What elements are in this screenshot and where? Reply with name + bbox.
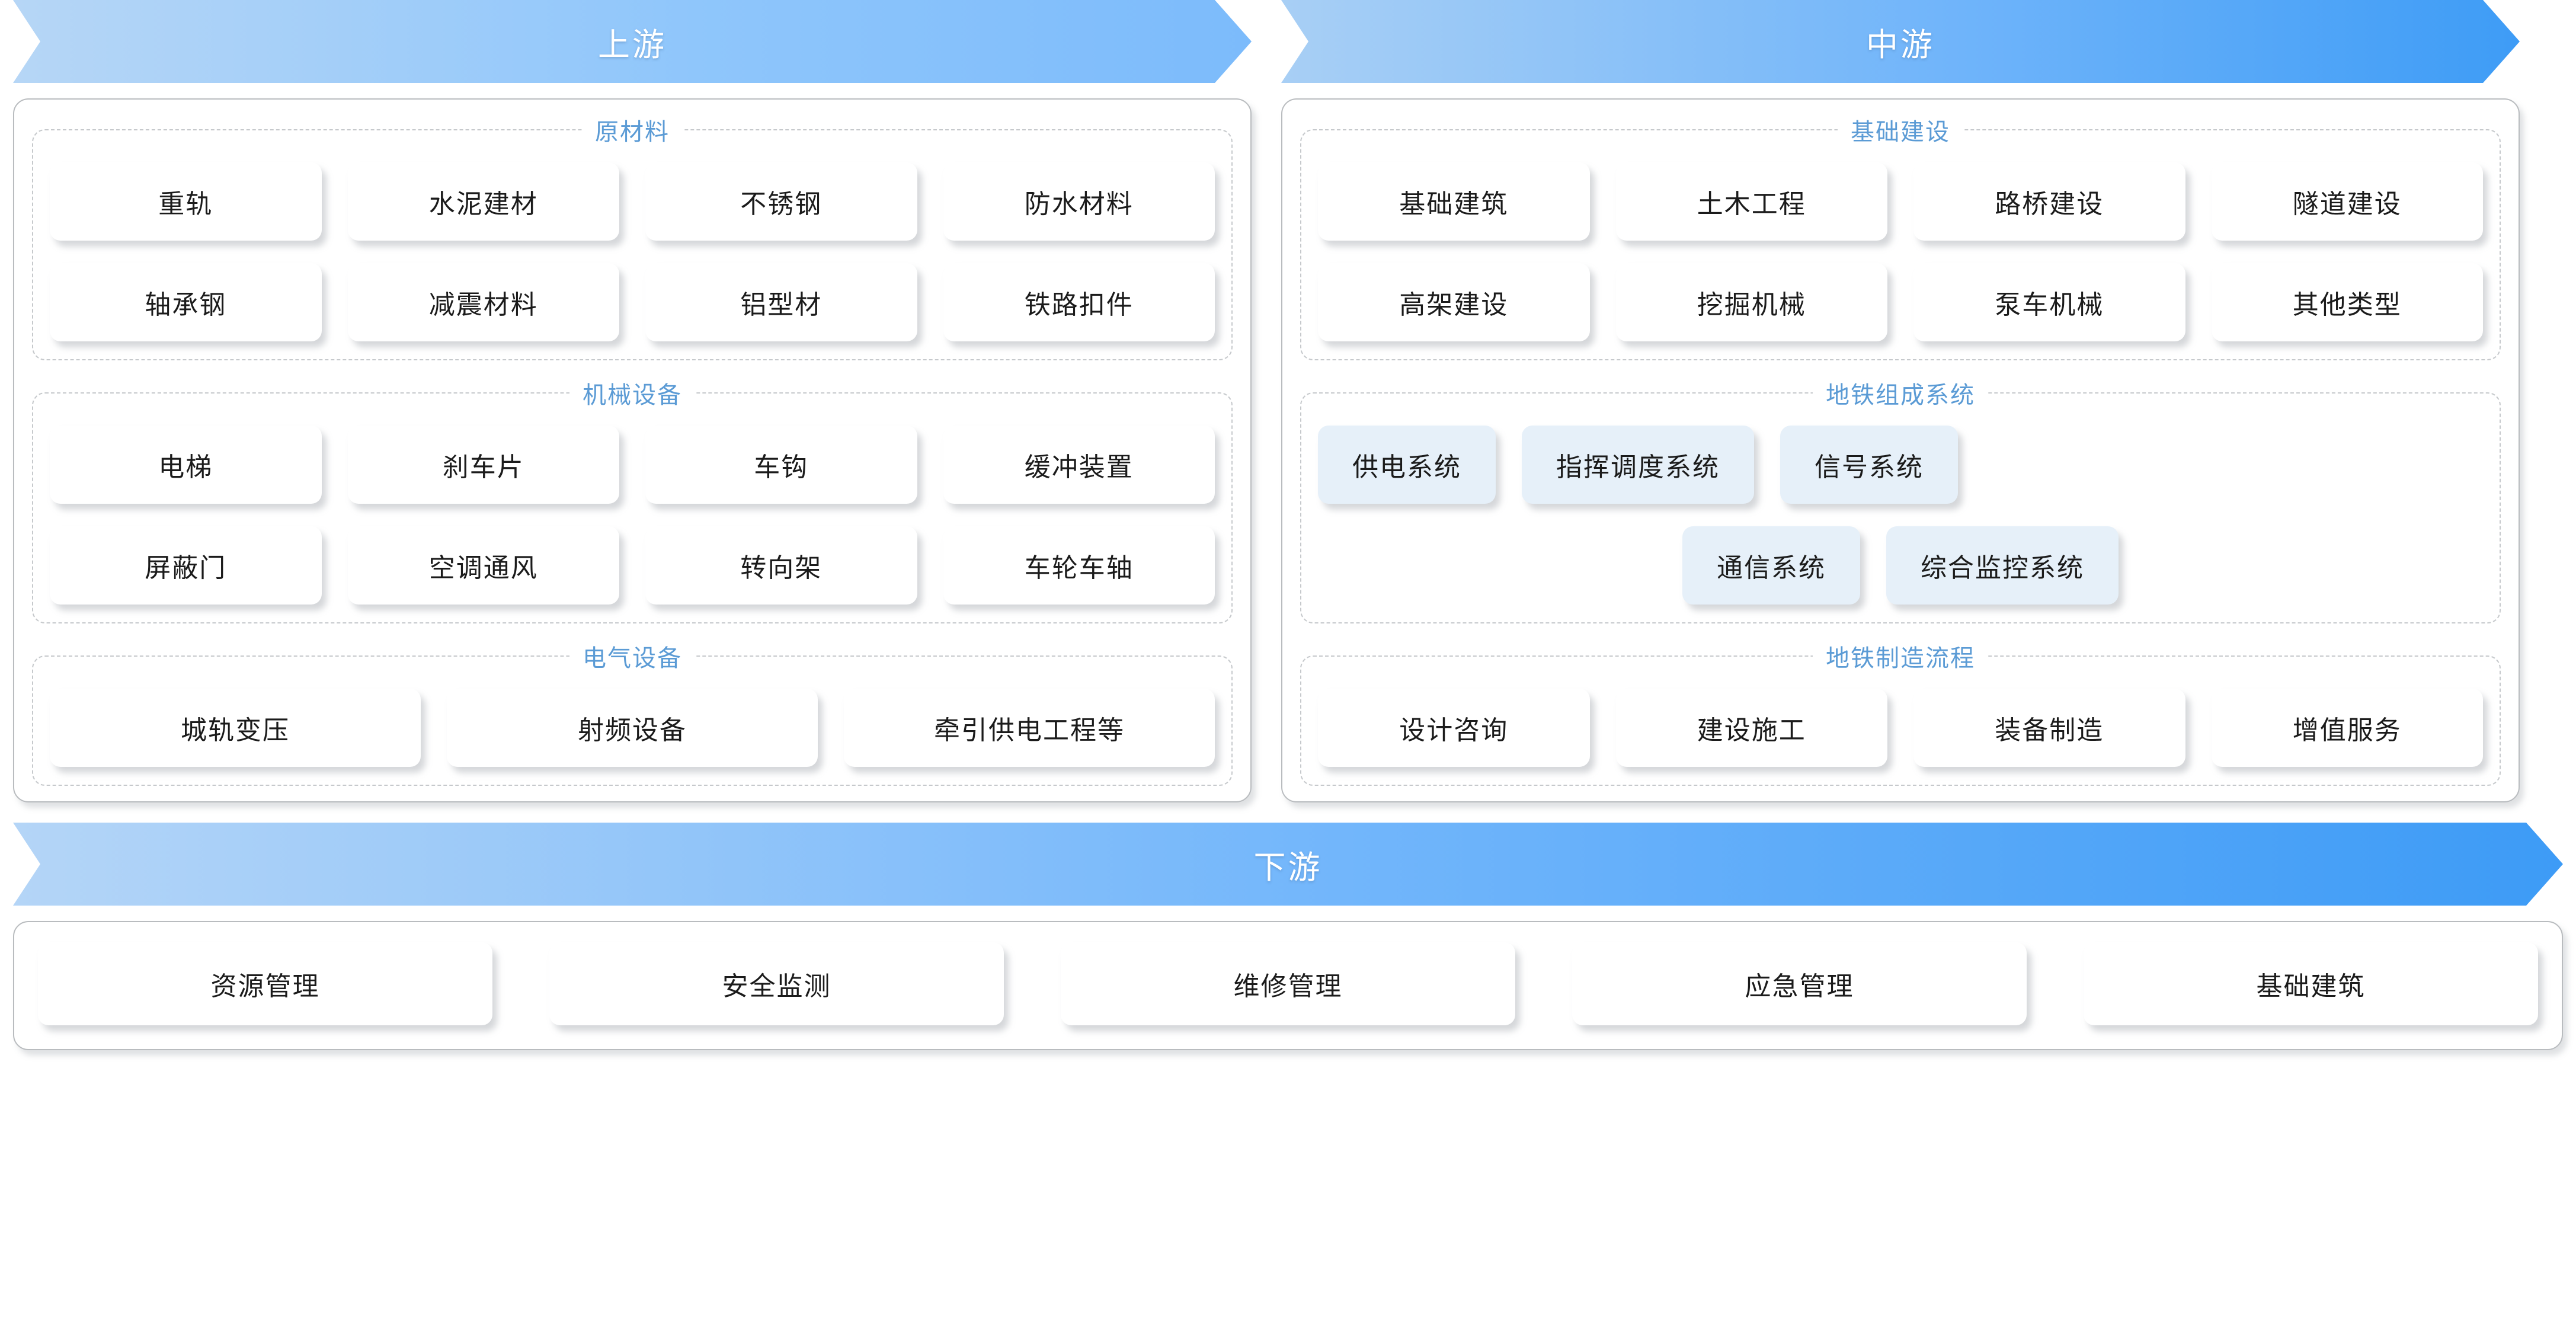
chip-item[interactable]: 增值服务 <box>2211 689 2483 767</box>
chip-item[interactable]: 路桥建设 <box>1913 162 2185 241</box>
chip-item[interactable]: 轴承钢 <box>50 263 322 341</box>
chip-item[interactable]: 供电系统 <box>1318 426 1496 504</box>
chip-item[interactable]: 土木工程 <box>1615 162 1887 241</box>
midstream-column: 基础建设 基础建筑 土木工程 路桥建设 隧道建设 高架建设 挖掘机械 泵车机械 … <box>1281 83 2520 802</box>
chip-item[interactable]: 车轮车轴 <box>943 526 1215 605</box>
chip-item[interactable]: 空调通风 <box>347 526 619 605</box>
midstream-banner-label: 中游 <box>1866 27 1935 63</box>
chip-item[interactable]: 基础建筑 <box>1318 162 1590 241</box>
chip-row: 电梯 刹车片 车钩 缓冲装置 <box>50 426 1215 504</box>
group-title-infrastructure-construction: 基础建设 <box>1851 119 1950 145</box>
top-banner-row: 上游 中游 <box>0 0 2576 83</box>
chip-row: 资源管理 安全监测 维修管理 应急管理 基础建筑 <box>38 942 2538 1025</box>
chip-row: 屏蔽门 空调通风 转向架 车轮车轴 <box>50 526 1215 605</box>
chip-row: 高架建设 挖掘机械 泵车机械 其他类型 <box>1318 263 2483 341</box>
chip-item[interactable]: 设计咨询 <box>1318 689 1590 767</box>
chip-item[interactable]: 射频设备 <box>447 689 818 767</box>
chip-row: 城轨变压 射频设备 牵引供电工程等 <box>50 689 1215 767</box>
chip-item[interactable]: 城轨变压 <box>50 689 421 767</box>
upstream-banner-slot: 上游 <box>13 0 1252 83</box>
group-title-electrical-equipment: 电气设备 <box>583 645 682 671</box>
midstream-banner-slot: 中游 <box>1281 0 2520 83</box>
chip-row: 通信系统 综合监控系统 <box>1318 526 2483 605</box>
chip-item[interactable]: 电梯 <box>50 426 322 504</box>
downstream-banner-label: 下游 <box>1253 849 1323 885</box>
midstream-panel: 基础建设 基础建筑 土木工程 路桥建设 隧道建设 高架建设 挖掘机械 泵车机械 … <box>1281 98 2520 802</box>
chip-item[interactable]: 维修管理 <box>1061 942 1515 1025</box>
chip-item[interactable]: 防水材料 <box>943 162 1215 241</box>
group-title-metro-manufacturing-process: 地铁制造流程 <box>1826 645 1975 671</box>
chip-item[interactable]: 建设施工 <box>1615 689 1887 767</box>
chip-item[interactable]: 挖掘机械 <box>1615 263 1887 341</box>
chip-item[interactable]: 指挥调度系统 <box>1522 426 1754 504</box>
chip-item[interactable]: 基础建筑 <box>2084 942 2538 1025</box>
group-electrical-equipment: 电气设备 城轨变压 射频设备 牵引供电工程等 <box>32 639 1233 786</box>
chip-item[interactable]: 高架建设 <box>1318 263 1590 341</box>
chip-item[interactable]: 信号系统 <box>1780 426 1958 504</box>
chip-item[interactable]: 综合监控系统 <box>1886 526 2119 605</box>
group-metro-composition-system: 地铁组成系统 供电系统 指挥调度系统 信号系统 通信系统 综合监控系统 <box>1300 376 2501 623</box>
group-raw-materials: 原材料 重轨 水泥建材 不锈钢 防水材料 轴承钢 减震材料 铝型材 铁路扣件 <box>32 113 1233 360</box>
downstream-section: 资源管理 安全监测 维修管理 应急管理 基础建筑 <box>0 921 2576 1050</box>
chip-item[interactable]: 其他类型 <box>2211 263 2483 341</box>
midstream-banner[interactable]: 中游 <box>1281 0 2520 83</box>
chip-item[interactable]: 资源管理 <box>38 942 492 1025</box>
group-title-mechanical-equipment: 机械设备 <box>583 382 682 408</box>
downstream-panel: 资源管理 安全监测 维修管理 应急管理 基础建筑 <box>13 921 2563 1050</box>
chip-item[interactable]: 屏蔽门 <box>50 526 322 605</box>
chip-row: 设计咨询 建设施工 装备制造 增值服务 <box>1318 689 2483 767</box>
upstream-banner[interactable]: 上游 <box>13 0 1252 83</box>
chip-item[interactable]: 铝型材 <box>645 263 917 341</box>
group-title-raw-materials: 原材料 <box>595 119 670 145</box>
chip-item[interactable]: 重轨 <box>50 162 322 241</box>
chip-row: 基础建筑 土木工程 路桥建设 隧道建设 <box>1318 162 2483 241</box>
upstream-panel: 原材料 重轨 水泥建材 不锈钢 防水材料 轴承钢 减震材料 铝型材 铁路扣件 <box>13 98 1252 802</box>
chip-item[interactable]: 泵车机械 <box>1913 263 2185 341</box>
chip-item[interactable]: 通信系统 <box>1682 526 1860 605</box>
chip-item[interactable]: 装备制造 <box>1913 689 2185 767</box>
chip-item[interactable]: 转向架 <box>645 526 917 605</box>
chip-item[interactable]: 车钩 <box>645 426 917 504</box>
chip-row: 重轨 水泥建材 不锈钢 防水材料 <box>50 162 1215 241</box>
chip-item[interactable]: 安全监测 <box>549 942 1004 1025</box>
chip-item[interactable]: 应急管理 <box>1572 942 2027 1025</box>
chip-item[interactable]: 水泥建材 <box>347 162 619 241</box>
upstream-midstream-columns: 原材料 重轨 水泥建材 不锈钢 防水材料 轴承钢 减震材料 铝型材 铁路扣件 <box>0 83 2576 802</box>
chip-item[interactable]: 铁路扣件 <box>943 263 1215 341</box>
chip-item[interactable]: 不锈钢 <box>645 162 917 241</box>
downstream-banner[interactable]: 下游 <box>13 823 2563 906</box>
group-infrastructure-construction: 基础建设 基础建筑 土木工程 路桥建设 隧道建设 高架建设 挖掘机械 泵车机械 … <box>1300 113 2501 360</box>
chip-item[interactable]: 隧道建设 <box>2211 162 2483 241</box>
chip-item[interactable]: 刹车片 <box>347 426 619 504</box>
upstream-banner-label: 上游 <box>598 27 667 63</box>
chip-row: 供电系统 指挥调度系统 信号系统 <box>1318 426 2483 504</box>
group-title-metro-composition-system: 地铁组成系统 <box>1826 382 1975 408</box>
group-metro-manufacturing-process: 地铁制造流程 设计咨询 建设施工 装备制造 增值服务 <box>1300 639 2501 786</box>
downstream-banner-slot: 下游 <box>0 823 2576 906</box>
chip-row: 轴承钢 减震材料 铝型材 铁路扣件 <box>50 263 1215 341</box>
chip-item[interactable]: 牵引供电工程等 <box>844 689 1215 767</box>
group-mechanical-equipment: 机械设备 电梯 刹车片 车钩 缓冲装置 屏蔽门 空调通风 转向架 车轮车轴 <box>32 376 1233 623</box>
upstream-column: 原材料 重轨 水泥建材 不锈钢 防水材料 轴承钢 减震材料 铝型材 铁路扣件 <box>13 83 1252 802</box>
chip-item[interactable]: 缓冲装置 <box>943 426 1215 504</box>
chip-item[interactable]: 减震材料 <box>347 263 619 341</box>
